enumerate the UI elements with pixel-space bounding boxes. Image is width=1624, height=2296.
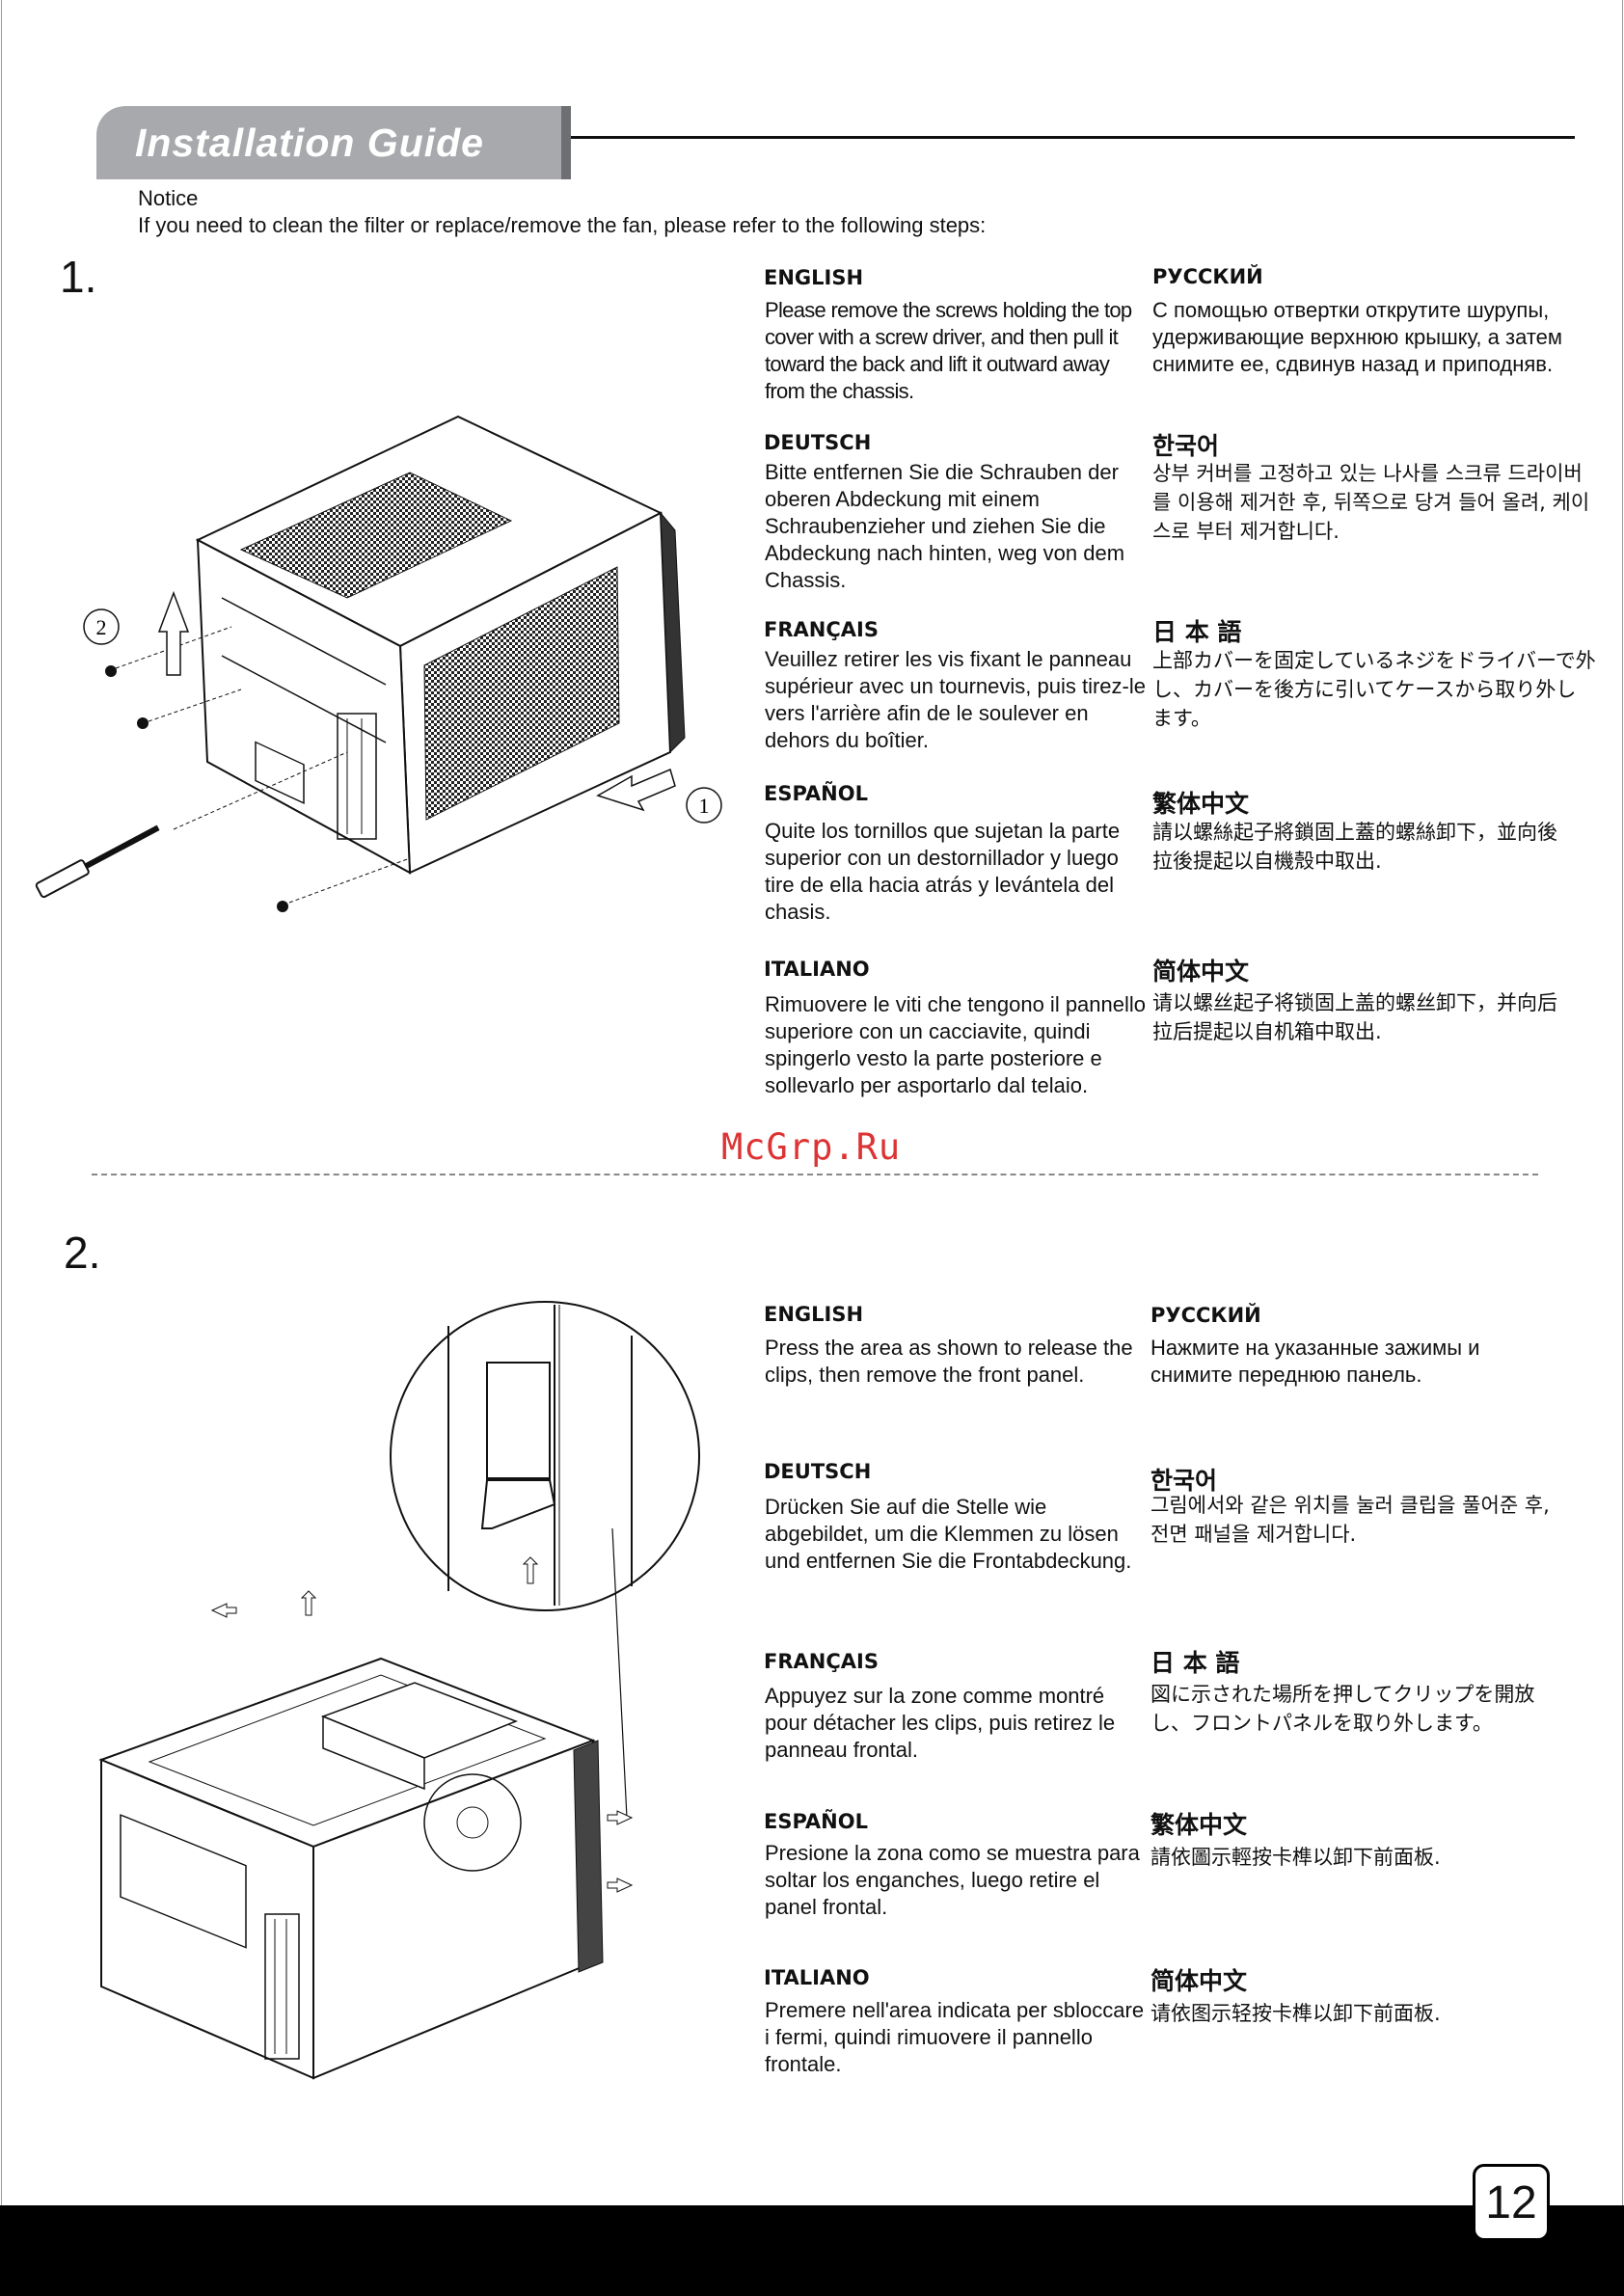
notice-label: Notice [138,186,199,210]
step2-espanol-heading: ESPAÑOL [764,1810,868,1833]
step1-deutsch-text: Bitte entfernen Sie die Schrauben der ob… [765,460,1125,592]
step1-japanese-heading: 日 本 語 [1152,618,1242,646]
step2-francais-heading: FRANÇAIS [764,1650,879,1673]
step1-japanese-text: 上部カバーを固定しているネジをドライバーで外し、カバーを後方に引いてケースから取… [1152,649,1596,730]
step1-russian-heading: РУССКИЙ [1152,265,1263,288]
step1-francais-text: Veuillez retirer les vis fixant le panne… [765,647,1146,752]
page-frame-left [1,0,2,2208]
page-frame-right [1622,0,1623,2208]
clip-detail [486,1362,551,1479]
step1-simp-chinese-text: 请以螺丝起子将锁固上盖的螺丝卸下，并向后拉后提起以自机箱中取出. [1152,991,1557,1043]
step2-russian-text: Нажмите на указанные зажимы и снимите пе… [1150,1336,1480,1387]
step1-simp-chinese-heading: 简体中文 [1152,958,1250,986]
step2-francais-text: Appuyez sur la zone comme montré pour dé… [765,1684,1116,1762]
step1-english-text: Please remove the screws holding the top… [765,298,1132,403]
step1-english-heading: ENGLISH [764,266,864,289]
arrow-up [157,590,190,676]
step2-english-text: Press the area as shown to release the c… [765,1336,1133,1387]
callout-1 [686,787,722,824]
step2-deutsch-heading: DEUTSCH [764,1460,872,1483]
step1-korean-text: 상부 커버를 고정하고 있는 나사를 스크류 드라이버를 이용해 제거한 후, … [1152,462,1590,543]
side-mesh [423,566,620,821]
screwdriver [35,824,160,899]
step1-francais-heading: FRANÇAIS [764,618,879,641]
step1-italiano-text: Rimuovere le viti che tengono il pannell… [765,992,1147,1097]
front-bezel [660,511,686,754]
step1-deutsch-heading: DEUTSCH [764,431,872,454]
fan [423,1773,522,1872]
step2-korean-heading: 한국어 [1150,1467,1218,1495]
notice-block: Notice If you need to clean the filter o… [138,185,986,239]
step2-simp-chinese-text: 请依图示轻按卡榫以卸下前面板. [1150,2002,1441,2025]
notice-text: If you need to clean the filter or repla… [138,213,987,237]
section-divider [92,1174,1538,1175]
step1-italiano-heading: ITALIANO [764,958,870,981]
step2-espanol-text: Presione la zona como se muestra para so… [765,1841,1140,1919]
step2-japanese-text: 図に示された場所を押してクリップを開放し、フロントパネルを取り外します。 [1150,1683,1535,1735]
step1-russian-text: С помощью отвертки открутите шурупы, уде… [1152,298,1563,376]
step2-trad-chinese-heading: 繁体中文 [1150,1811,1248,1839]
step1-espanol-heading: ESPAÑOL [764,782,868,805]
title-tab-accent [561,106,571,179]
step2-english-heading: ENGLISH [764,1303,864,1326]
step-2-illustration [98,1301,700,2080]
svg-text:2: 2 [96,615,107,639]
watermark: McGrp.Ru [721,1126,902,1168]
step1-espanol-text: Quite los tornillos que sujetan la parte… [765,819,1121,924]
header-rule [571,136,1575,139]
step-2-number: 2. [64,1228,101,1278]
step2-simp-chinese-heading: 简体中文 [1150,1967,1248,1995]
step1-trad-chinese-text: 請以螺絲起子將鎖固上蓋的螺絲卸下，並向後拉後提起以自機殼中取出. [1152,821,1557,873]
step-1-number: 1. [60,252,97,302]
step2-italiano-text: Premere nell'area indicata per sbloccare… [765,1998,1145,2076]
step2-korean-text: 그림에서와 같은 위치를 눌러 클립을 풀어준 후, 전면 패널을 제거합니다. [1150,1494,1550,1546]
svg-text:1: 1 [699,794,710,818]
step1-korean-heading: 한국어 [1152,432,1220,460]
back-panel [196,538,412,875]
step1-trad-chinese-heading: 繁体中文 [1152,790,1250,818]
step-1-illustration: 2 1 [35,415,722,912]
step2-deutsch-text: Drücken Sie auf die Stelle wie abgebilde… [765,1495,1132,1573]
step2-trad-chinese-text: 請依圖示輕按卡榫以卸下前面板. [1150,1846,1441,1869]
step2-italiano-heading: ITALIANO [764,1966,870,1989]
footer-bar [0,2205,1624,2296]
top-mesh [239,472,513,599]
page-number: 12 [1473,2164,1550,2241]
front-panel [573,1740,604,1973]
step2-japanese-heading: 日 本 語 [1150,1649,1240,1677]
step2-russian-heading: РУССКИЙ [1150,1304,1261,1327]
arrow-back [596,768,676,812]
section-title-tab: Installation Guide [96,106,569,179]
section-title: Installation Guide [135,120,484,165]
callout-2 [83,608,120,645]
